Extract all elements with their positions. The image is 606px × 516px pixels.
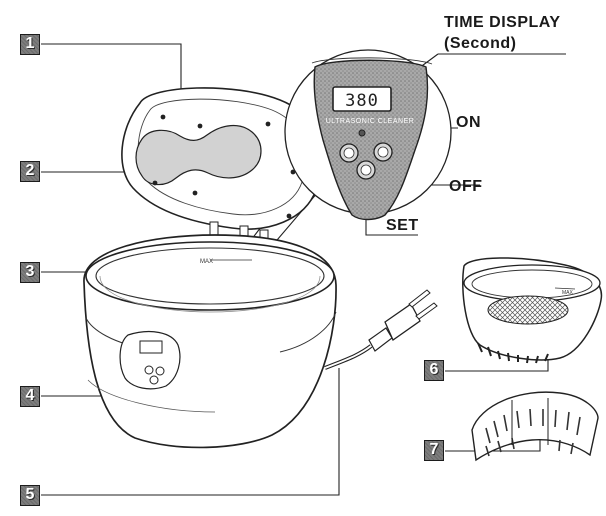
time-readout: 380 bbox=[345, 91, 379, 111]
part-number-2: 2 bbox=[20, 161, 40, 182]
on-label: ON bbox=[456, 114, 481, 131]
time-display-unit-label: (Second) bbox=[444, 35, 517, 52]
front-control-panel bbox=[119, 331, 181, 390]
power-cord bbox=[324, 289, 438, 370]
zoomed-control-panel: 380 ULTRASONIC CLEANER bbox=[284, 49, 452, 221]
part-number-5: 5 bbox=[20, 485, 40, 506]
time-display-label: TIME DISPLAY bbox=[444, 14, 561, 31]
panel-brand-label: ULTRASONIC CLEANER bbox=[326, 118, 415, 125]
cleaning-basket: MAX bbox=[462, 257, 603, 364]
part-number-3: 3 bbox=[20, 262, 40, 283]
indicator-led bbox=[358, 129, 366, 137]
leader-line-5 bbox=[41, 368, 340, 496]
leader-line-1 bbox=[41, 43, 182, 98]
watch-holder bbox=[471, 391, 599, 462]
off-label: OFF bbox=[449, 178, 483, 195]
part-number-4: 4 bbox=[20, 386, 40, 407]
lid bbox=[121, 87, 323, 244]
part-number-6: 6 bbox=[424, 360, 444, 381]
base-unit: MAX bbox=[83, 234, 337, 449]
basket-max-mark: MAX bbox=[562, 290, 574, 296]
set-label: SET bbox=[386, 217, 419, 234]
part-number-1: 1 bbox=[20, 34, 40, 55]
tank-max-mark: MAX bbox=[200, 259, 213, 265]
part-number-7: 7 bbox=[424, 440, 444, 461]
